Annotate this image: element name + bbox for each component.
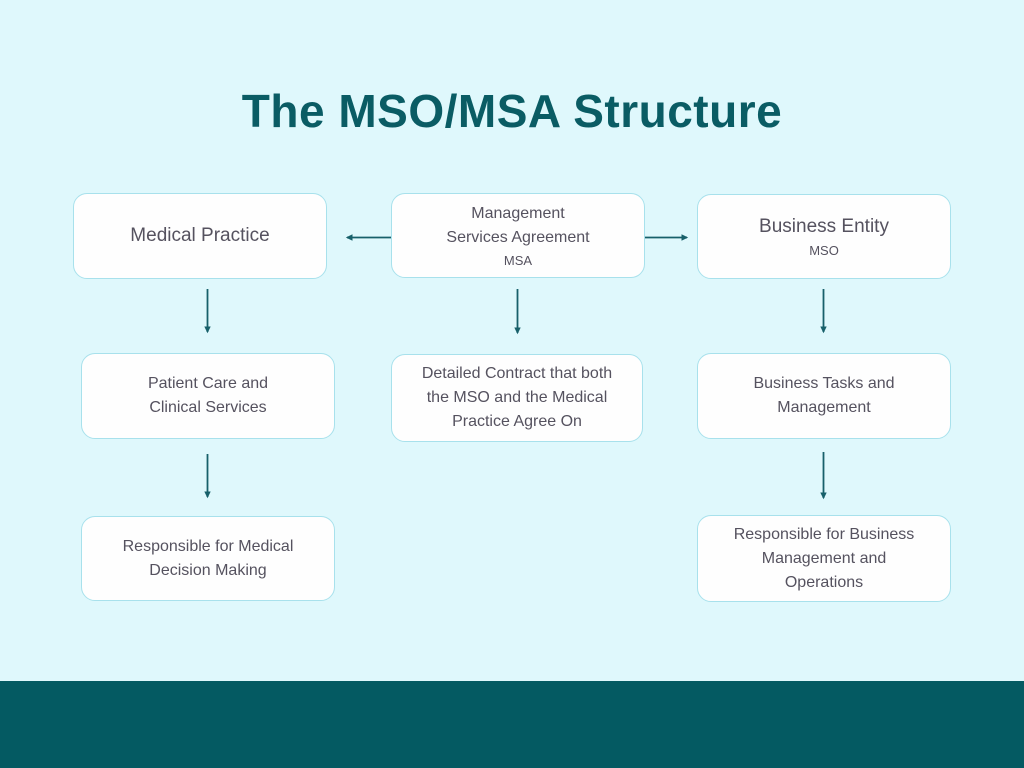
node-msa-line-1: Management bbox=[471, 204, 565, 222]
node-business-tasks-line-1: Business Tasks and bbox=[753, 375, 895, 392]
node-business-management-line-3: Operations bbox=[784, 573, 864, 591]
node-medical-decision-line-2: Decision Making bbox=[149, 561, 267, 579]
node-business-management-line-2: Management and bbox=[761, 549, 887, 567]
footer-accent-bar bbox=[0, 681, 1024, 768]
node-business-tasks-line-2: Management bbox=[777, 399, 871, 416]
node-business-entity-abbreviation: MSO bbox=[809, 242, 839, 258]
node-medical-decision-line-1: Responsible for Medical bbox=[122, 537, 294, 555]
node-detailed-contract: Detailed Contract that both the MSO and … bbox=[391, 354, 643, 442]
node-detailed-contract-line-1: Detailed Contract that both bbox=[421, 365, 613, 382]
node-business-management-line-1: Responsible for Business bbox=[733, 525, 915, 543]
node-msa-line-2: Services Agreement bbox=[446, 228, 590, 246]
node-detailed-contract-line-3: Practice Agree On bbox=[452, 413, 582, 430]
node-business-entity-label: Business Entity bbox=[759, 215, 889, 237]
node-business-management: Responsible for Business Management and … bbox=[697, 515, 951, 602]
page-title: The MSO/MSA Structure bbox=[241, 85, 783, 137]
node-patient-care: Patient Care and Clinical Services bbox=[81, 353, 335, 439]
node-medical-practice: Medical Practice bbox=[73, 193, 327, 279]
node-patient-care-line-1: Patient Care and bbox=[147, 375, 269, 392]
node-management-services-agreement: Management Services Agreement MSA bbox=[391, 193, 645, 278]
node-patient-care-line-2: Clinical Services bbox=[149, 399, 267, 416]
node-medical-decision: Responsible for Medical Decision Making bbox=[81, 516, 335, 601]
node-msa-abbreviation: MSA bbox=[503, 252, 533, 268]
node-medical-practice-label: Medical Practice bbox=[130, 225, 270, 246]
node-business-tasks: Business Tasks and Management bbox=[697, 353, 951, 439]
node-detailed-contract-line-2: the MSO and the Medical bbox=[426, 389, 608, 406]
node-business-entity: Business Entity MSO bbox=[697, 194, 951, 279]
